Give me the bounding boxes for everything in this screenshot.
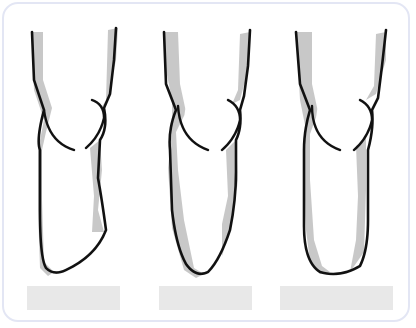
shape-a xyxy=(31,28,118,276)
shape-c xyxy=(296,30,386,274)
answer-slot-1[interactable] xyxy=(27,286,120,310)
answer-slot-2[interactable] xyxy=(159,286,252,310)
shape-b xyxy=(164,30,250,278)
answer-slot-3[interactable] xyxy=(280,286,393,310)
